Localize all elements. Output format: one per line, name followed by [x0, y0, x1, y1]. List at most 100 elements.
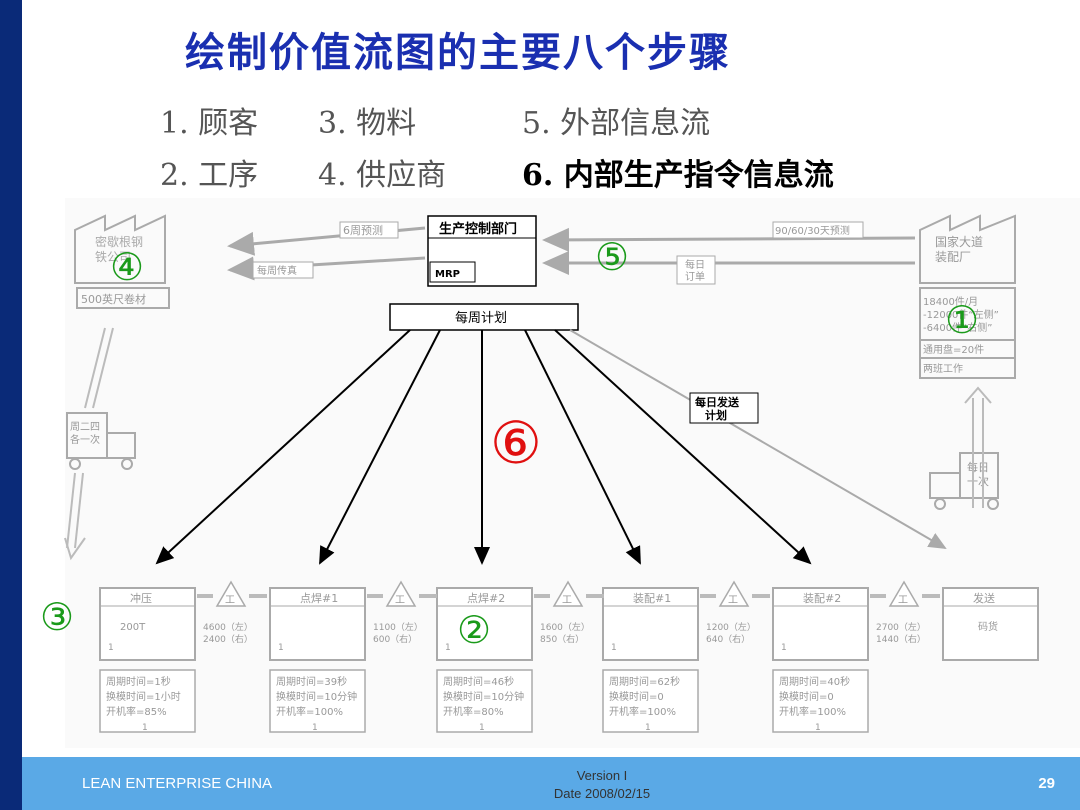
- marker-3: ③: [40, 595, 74, 639]
- footer-version: Version I Date 2008/02/15: [553, 768, 651, 801]
- inventory-triangle: [215, 580, 247, 607]
- process-box: [602, 587, 699, 661]
- process-qty: 200T: [120, 622, 146, 633]
- inventory-mark: 工: [225, 595, 235, 606]
- customer-demand: 18400件/月 -12000件“左侧” -6400件“右侧” 通用盘=20件 …: [923, 296, 999, 375]
- supplier-name: 密歇根钢铁公司: [95, 234, 143, 264]
- changeover-time: 换模时间=1小时: [106, 690, 181, 703]
- value-stream-map: 密歇根钢铁公司 500英尺卷材 国家大道装配厂 18400件/月 -12000件…: [40, 198, 1080, 748]
- process-operators: 1: [278, 643, 284, 653]
- marker-4: ④: [110, 245, 144, 289]
- cycle-time: 周期时间=62秒: [609, 675, 680, 688]
- inventory-triangle: [385, 580, 417, 607]
- process-name: 点焊#1: [300, 591, 338, 605]
- marker-5: ⑤: [595, 235, 629, 279]
- shift-count: 1: [479, 723, 485, 733]
- footer-bar: LEAN ENTERPRISE CHINA Version I Date 200…: [22, 757, 1080, 810]
- inventory-triangle: [718, 580, 750, 607]
- step-3: 3. 物料: [318, 106, 417, 141]
- inventory-right: 1440（右）: [876, 633, 926, 645]
- mrp-label: MRP: [435, 269, 460, 280]
- control-title: 生产控制部门: [439, 221, 517, 237]
- cycle-time: 周期时间=46秒: [443, 675, 514, 688]
- inventory-mark: 工: [728, 595, 738, 606]
- inventory-left: 1100（左）: [373, 621, 423, 633]
- slide-title: 绘制价值流图的主要八个步骤: [185, 29, 731, 76]
- customer-factory: [919, 214, 1016, 379]
- customer-name: 国家大道装配厂: [935, 234, 983, 264]
- shift-count: 1: [312, 723, 318, 733]
- inventory-right: 640（右）: [706, 633, 750, 645]
- inventory-right: 600（右）: [373, 633, 417, 645]
- shift-count: 1: [645, 723, 651, 733]
- production-control: [389, 215, 579, 331]
- marker-2: ②: [457, 608, 491, 652]
- weekly-plan-label: 每周计划: [455, 310, 507, 326]
- inventory-left: 2700（左）: [876, 621, 926, 633]
- svg-text:通用盘=20件: 通用盘=20件: [923, 343, 984, 356]
- external-info-arrows: [227, 226, 947, 550]
- data-box: [269, 669, 366, 733]
- inventory-mark: 工: [898, 595, 908, 606]
- process-operators: 1: [611, 643, 617, 653]
- internal-instruction-arrows: [155, 329, 812, 565]
- supplier-freq: 周二四各一次: [70, 421, 100, 446]
- process-name: 发送: [973, 591, 995, 605]
- material-flow-lines: [64, 327, 992, 561]
- inventory-left: 4600（左）: [203, 621, 253, 633]
- changeover-time: 换模时间=0: [609, 690, 664, 703]
- step-4: 4. 供应商: [318, 158, 447, 193]
- uptime: 开机率=100%: [779, 705, 846, 718]
- cycle-time: 周期时间=40秒: [779, 675, 850, 688]
- cycle-time: 周期时间=39秒: [276, 675, 347, 688]
- forecast-right: 90/60/30天预测: [775, 224, 850, 237]
- step-1: 1. 顾客: [160, 106, 259, 141]
- forecast-left: 6周预测: [343, 224, 383, 237]
- data-box: [602, 669, 699, 733]
- inventory-triangle: [888, 580, 920, 607]
- marker-6: ⑥: [490, 409, 542, 477]
- data-box: [99, 669, 196, 733]
- process-box: [436, 587, 533, 661]
- left-accent-bar: [0, 0, 22, 810]
- process-box: [942, 587, 1039, 661]
- step-5: 5. 外部信息流: [522, 106, 711, 141]
- data-box: [436, 669, 533, 733]
- process-name: 点焊#2: [467, 591, 505, 605]
- uptime: 开机率=80%: [443, 705, 504, 718]
- step-6: 6. 内部生产指令信息流: [522, 158, 834, 193]
- process-box: [99, 587, 196, 661]
- uptime: 开机率=100%: [609, 705, 676, 718]
- shift-count: 1: [142, 723, 148, 733]
- marker-1: ①: [945, 298, 979, 342]
- process-qty: 码货: [978, 620, 998, 633]
- daily-ship-plan: 每日发送计划: [695, 395, 740, 422]
- inventory-left: 1200（左）: [706, 621, 756, 633]
- value-stream-map-svg: 密歇根钢铁公司 500英尺卷材 国家大道装配厂 18400件/月 -12000件…: [40, 214, 1039, 733]
- process-name: 冲压: [130, 591, 152, 605]
- customer-truck: [929, 452, 999, 510]
- step-2: 2. 工序: [160, 158, 259, 193]
- changeover-time: 换模时间=10分钟: [276, 690, 357, 703]
- page-number: 29: [1038, 775, 1055, 792]
- changeover-time: 换模时间=0: [779, 690, 834, 703]
- footer-org: LEAN ENTERPRISE CHINA: [82, 775, 273, 792]
- customer-freq: 每日一次: [967, 460, 989, 488]
- cycle-time: 周期时间=1秒: [106, 675, 171, 688]
- step-markers: ④ ⑤ ① ⑥ ③ ②: [40, 235, 979, 652]
- data-box: [772, 669, 869, 733]
- inventory-mark: 工: [562, 595, 572, 606]
- svg-text:-6400件“右侧”: -6400件“右侧”: [923, 321, 992, 334]
- inventory-left: 1600（左）: [540, 621, 590, 633]
- process-name: 装配#1: [633, 592, 671, 605]
- supplier-coil: 500英尺卷材: [81, 292, 146, 306]
- process-operators: 1: [781, 643, 787, 653]
- inventory-right: 2400（右）: [203, 633, 253, 645]
- process-operators: 1: [445, 643, 451, 653]
- svg-text:-12000件“左侧”: -12000件“左侧”: [923, 308, 999, 321]
- inventory-triangle: [552, 580, 584, 607]
- uptime: 开机率=85%: [106, 705, 167, 718]
- supplier-truck: [66, 412, 136, 470]
- inventory-mark: 工: [395, 595, 405, 606]
